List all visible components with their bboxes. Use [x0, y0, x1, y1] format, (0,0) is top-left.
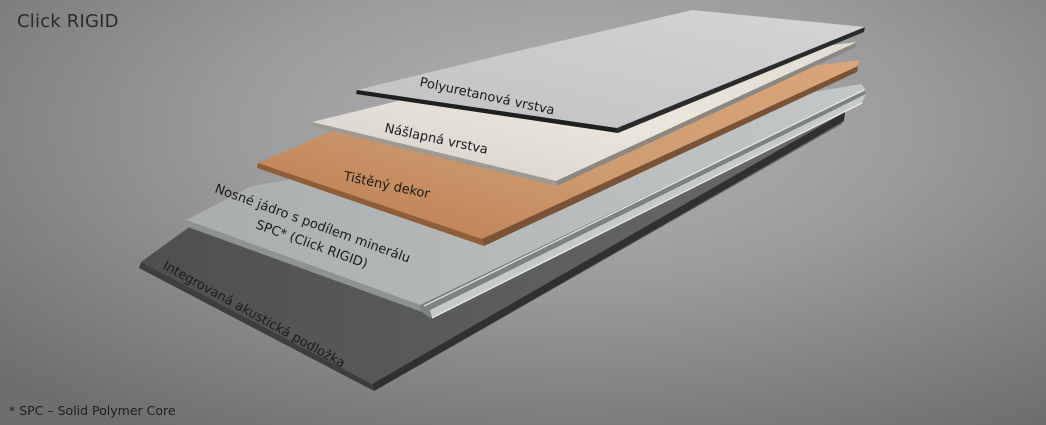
footnote: * SPC – Solid Polymer Core	[9, 403, 176, 418]
diagram-title: Click RIGID	[17, 11, 119, 32]
polyurethane-layer	[356, 10, 865, 133]
